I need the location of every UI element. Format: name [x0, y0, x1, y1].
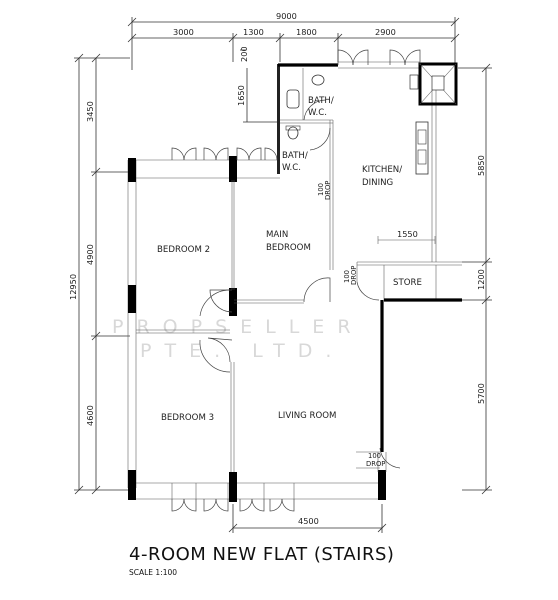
room-label-main-bedroom-line1: MAIN: [266, 230, 288, 240]
dim-top-small: 200: [239, 46, 249, 62]
plan-title: 4-ROOM NEW FLAT (STAIRS): [129, 544, 394, 565]
room-label-bath2-line2: W.C.: [282, 163, 301, 173]
watermark-line-1: PROPSELLER: [112, 316, 364, 338]
drop-label-2-value: 100: [343, 270, 351, 283]
dim-right-1: 5850: [476, 155, 486, 176]
dim-top-total: 9000: [276, 11, 297, 21]
dim-bottom: 4500: [298, 516, 319, 526]
room-label-bath1-line2: W.C.: [308, 108, 327, 118]
drop-label-1-text: DROP: [324, 181, 332, 200]
dim-left-2: 4900: [85, 244, 95, 265]
windows: [171, 49, 421, 512]
dim-top-4: 2900: [375, 27, 396, 37]
room-label-store: STORE: [393, 278, 422, 288]
drop-label-2-text: DROP: [350, 266, 358, 285]
plan-scale: SCALE 1:100: [129, 568, 177, 577]
dim-left-1: 3450: [85, 101, 95, 122]
dim-top-3: 1800: [296, 27, 317, 37]
kitchen-fittings: [415, 121, 429, 175]
drop-label-3-value: 100: [368, 452, 381, 460]
dim-bath-height: 1650: [236, 85, 246, 106]
dim-inner-1550: 1550: [397, 229, 418, 239]
room-label-living: LIVING ROOM: [278, 411, 336, 421]
watermark-line-2: PTE. LTD.: [140, 340, 344, 362]
right-dimension-chain: 5850 1200 5700: [458, 63, 492, 495]
dim-top-1: 3000: [173, 27, 194, 37]
doors: [199, 99, 401, 469]
room-label-bedroom2: BEDROOM 2: [157, 245, 210, 255]
dim-left-3: 4600: [85, 405, 95, 426]
room-label-bath1-line1: BATH/: [308, 96, 334, 106]
room-label-main-bedroom-line2: BEDROOM: [266, 243, 311, 253]
dim-left-total: 12950: [68, 274, 78, 300]
left-dimension-chain: 12950 3450 4900 4600 1650: [68, 53, 280, 495]
room-label-kitchen-line1: KITCHEN/: [362, 165, 402, 175]
dim-top-2: 1300: [243, 27, 264, 37]
room-label-bedroom3: BEDROOM 3: [161, 413, 214, 423]
dim-right-2: 1200: [476, 269, 486, 290]
bath-fittings: [285, 74, 325, 140]
walls: 1550: [127, 61, 462, 502]
room-label-bath2-line1: BATH/: [282, 151, 308, 161]
drop-label-3-text: DROP: [366, 460, 385, 468]
bottom-dimension: 4500: [228, 504, 387, 533]
top-dimension-chain: 9000 3000 1300 1800 2900 200: [127, 11, 460, 70]
dim-right-3: 5700: [476, 383, 486, 404]
room-label-kitchen-line2: DINING: [362, 178, 393, 188]
drop-label-1-value: 100: [317, 183, 325, 196]
